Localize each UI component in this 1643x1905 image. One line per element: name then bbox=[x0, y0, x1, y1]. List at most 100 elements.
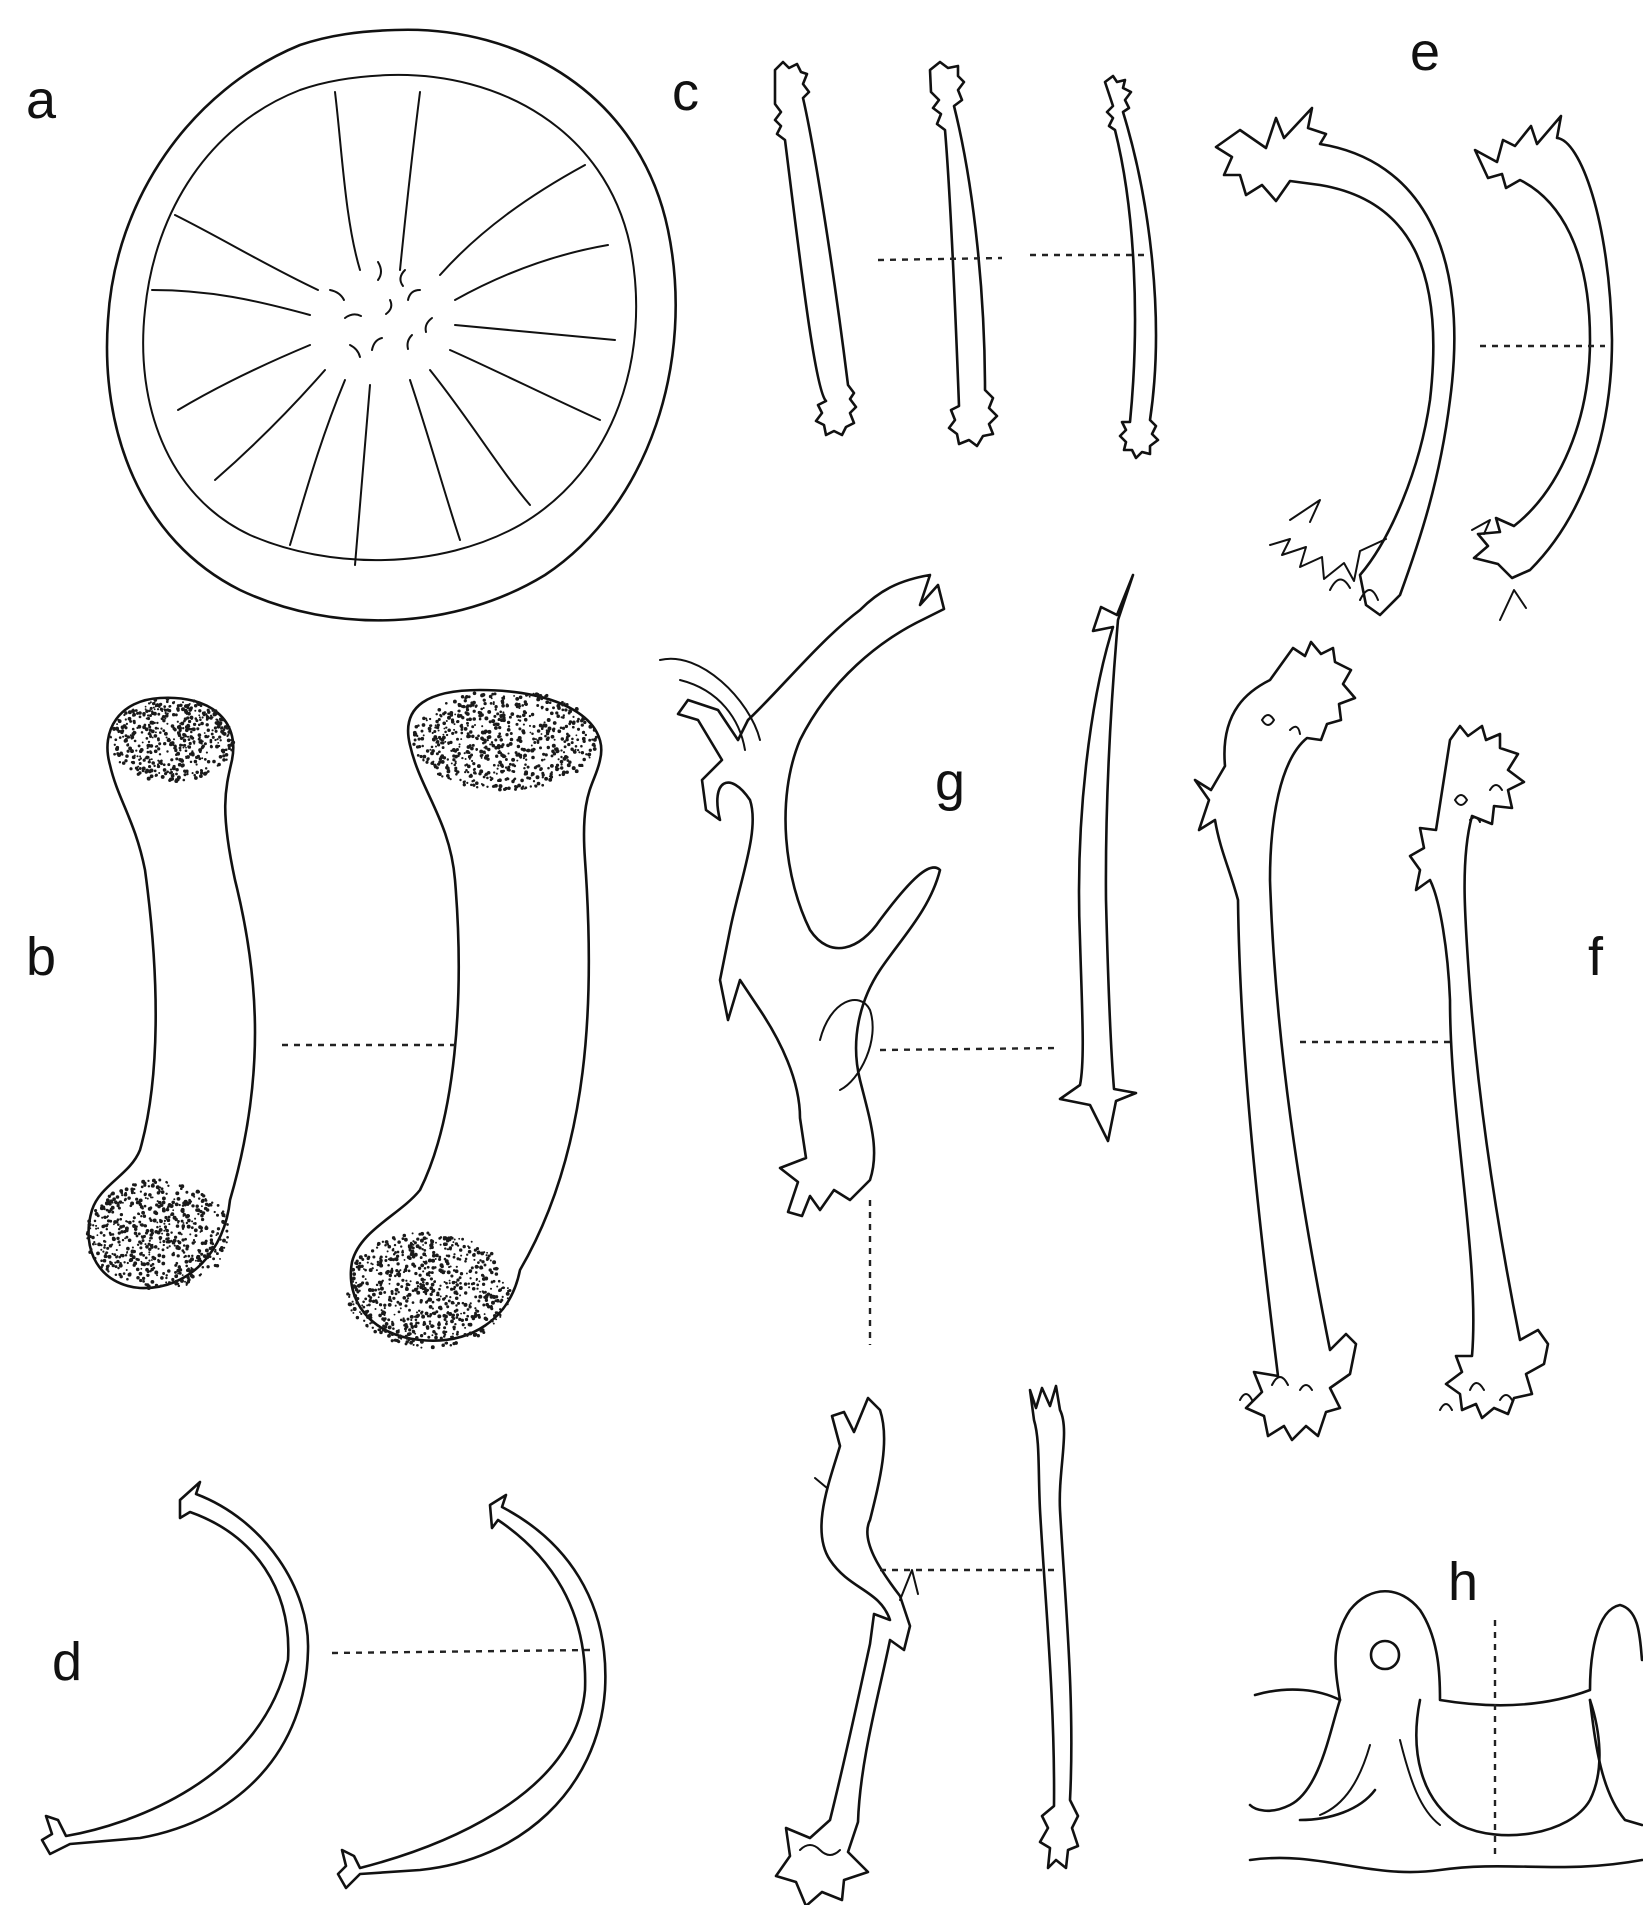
stipple-dot bbox=[408, 1309, 411, 1312]
stipple-dot bbox=[162, 719, 165, 722]
stipple-dot bbox=[142, 769, 145, 772]
stipple-dot bbox=[198, 709, 201, 712]
stipple-dot bbox=[440, 1337, 443, 1340]
stipple-dot bbox=[114, 1200, 117, 1203]
stipple-dot bbox=[410, 1280, 412, 1282]
stipple-dot bbox=[117, 1240, 120, 1243]
stipple-dot bbox=[420, 1299, 423, 1302]
stipple-dot bbox=[473, 710, 476, 713]
stipple-dot bbox=[137, 1258, 140, 1261]
stipple-dot bbox=[125, 1220, 127, 1222]
stipple-dot bbox=[401, 1279, 404, 1282]
stipple-dot bbox=[575, 769, 579, 773]
stipple-dot bbox=[416, 1244, 420, 1248]
stipple-dot bbox=[122, 1225, 125, 1228]
stipple-dot bbox=[200, 1253, 203, 1256]
stipple-dot bbox=[531, 772, 535, 776]
stipple-dot bbox=[186, 1214, 190, 1218]
stipple-dot bbox=[464, 727, 468, 731]
stipple-dot bbox=[214, 726, 217, 729]
stipple-dot bbox=[154, 749, 158, 753]
stipple-dot bbox=[196, 1190, 200, 1194]
stipple-dot bbox=[430, 1293, 433, 1296]
stipple-dot bbox=[166, 736, 168, 738]
stipple-dot bbox=[135, 1198, 138, 1201]
stipple-dot bbox=[140, 757, 142, 759]
stipple-dot bbox=[145, 1257, 148, 1260]
stipple-dot bbox=[352, 1301, 354, 1303]
stipple-dot bbox=[567, 743, 570, 746]
stipple-dot bbox=[177, 1197, 181, 1201]
stipple-dot bbox=[545, 700, 549, 704]
spicule-e-left-spines bbox=[1270, 500, 1386, 600]
stipple-dot bbox=[197, 1260, 200, 1263]
stipple-dot bbox=[114, 738, 117, 741]
stipple-dot bbox=[128, 710, 132, 714]
stipple-dot bbox=[376, 1284, 379, 1287]
stipple-dot bbox=[475, 737, 478, 740]
stipple-dot bbox=[186, 1245, 190, 1249]
stipple-dot bbox=[129, 1253, 133, 1257]
stipple-dot bbox=[152, 702, 155, 705]
stipple-dot bbox=[188, 738, 191, 741]
stipple-dot bbox=[541, 784, 544, 787]
stipple-dot bbox=[193, 1196, 195, 1198]
stipple-dot bbox=[157, 1191, 160, 1194]
panel-b-spicules bbox=[86, 690, 601, 1349]
stipple-dot bbox=[493, 1316, 495, 1318]
stipple-dot bbox=[400, 1285, 403, 1288]
stipple-dot bbox=[445, 1295, 448, 1298]
stipple-dot bbox=[356, 1297, 359, 1300]
stipple-dot bbox=[153, 1219, 157, 1223]
stipple-dot bbox=[352, 1272, 356, 1276]
stipple-dot bbox=[435, 713, 437, 715]
stipple-dot bbox=[173, 1198, 175, 1200]
stipple-dot bbox=[402, 1237, 405, 1240]
stipple-dot bbox=[139, 1252, 143, 1256]
panel-g-spicules bbox=[660, 575, 1136, 1905]
stipple-dot bbox=[196, 1256, 200, 1260]
stipple-dot bbox=[167, 713, 169, 715]
stipple-dot bbox=[120, 1213, 123, 1216]
spoke-bottom bbox=[290, 380, 370, 565]
stipple-dot bbox=[178, 1285, 181, 1288]
stipple-dot bbox=[398, 1336, 400, 1338]
stipple-dot bbox=[149, 758, 151, 760]
stipple-dot bbox=[115, 1273, 118, 1276]
stipple-dot bbox=[564, 708, 567, 711]
stipple-dot bbox=[398, 1271, 401, 1274]
stipple-dot bbox=[382, 1325, 385, 1328]
stipple-dot bbox=[486, 1254, 488, 1256]
stipple-dot bbox=[430, 1243, 433, 1246]
stipple-dot bbox=[444, 1333, 447, 1336]
stipple-dot bbox=[392, 1249, 395, 1252]
stipple-dot bbox=[390, 1300, 392, 1302]
spicule-c-3 bbox=[1105, 76, 1158, 458]
stipple-dot bbox=[408, 1257, 412, 1261]
stipple-dot bbox=[492, 785, 495, 788]
stipple-dot bbox=[389, 1283, 391, 1285]
stipple-dot bbox=[142, 712, 146, 716]
stipple-dot bbox=[446, 764, 448, 766]
stipple-dot bbox=[201, 1218, 204, 1221]
stipple-dot bbox=[551, 749, 555, 753]
stipple-dot bbox=[95, 1243, 97, 1245]
stipple-dot bbox=[356, 1316, 359, 1319]
stipple-dot bbox=[174, 1282, 177, 1285]
stipple-dot bbox=[536, 698, 540, 702]
stipple-dot bbox=[458, 1318, 461, 1321]
stipple-dot bbox=[430, 724, 433, 727]
stipple-dot bbox=[417, 754, 420, 757]
stipple-dot bbox=[485, 1299, 488, 1302]
stipple-dot bbox=[101, 1225, 105, 1229]
stipple-dot bbox=[100, 1244, 102, 1246]
stipple-dot bbox=[572, 721, 575, 724]
stipple-dot bbox=[421, 1311, 424, 1314]
stipple-dot bbox=[470, 784, 473, 787]
stipple-dot bbox=[166, 1182, 168, 1184]
stipple-dot bbox=[561, 703, 564, 706]
stipple-dot bbox=[499, 752, 502, 755]
stipple-dot bbox=[499, 733, 501, 735]
stipple-dot bbox=[529, 715, 531, 717]
stipple-dot bbox=[486, 1258, 489, 1261]
